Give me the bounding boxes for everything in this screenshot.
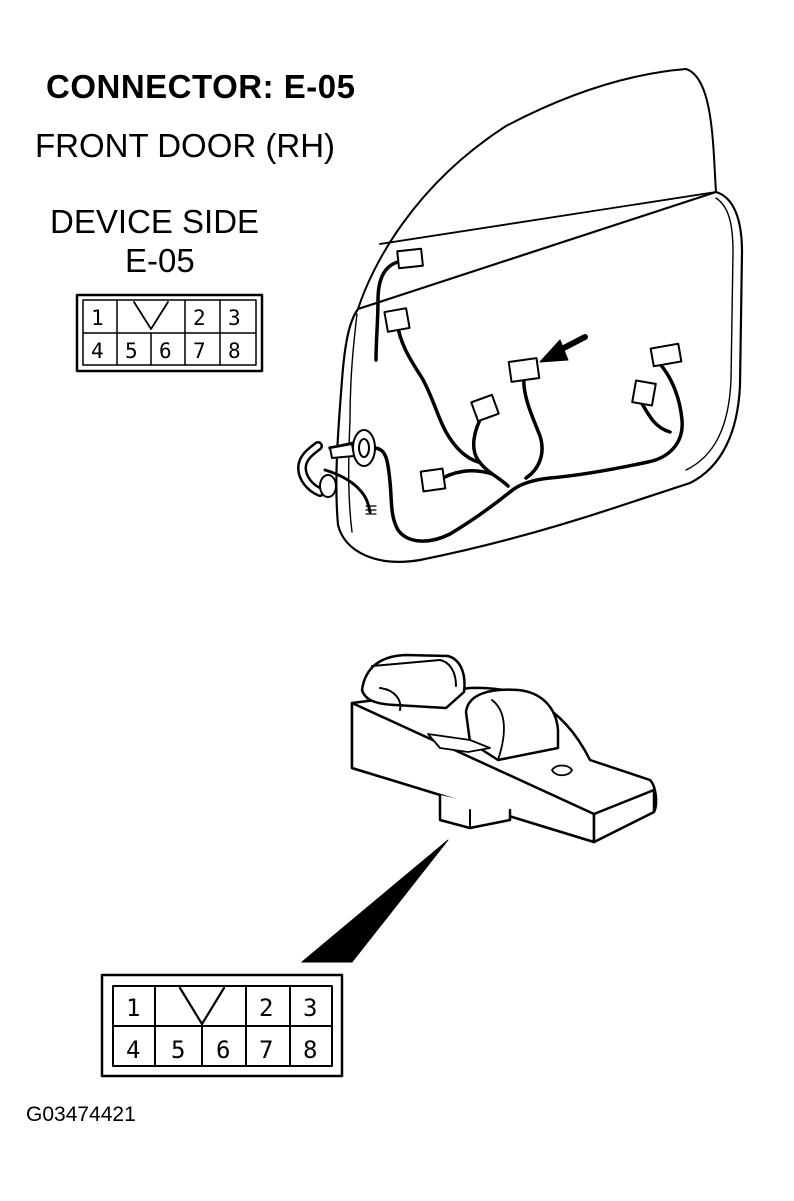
- device-side-code: E-05: [125, 242, 195, 279]
- small-pin-6: 6: [159, 339, 172, 363]
- small-connector-pins: 1 2 3 4 5 6 7 8: [91, 306, 241, 363]
- large-connector-face: [100, 973, 344, 1078]
- small-pin-3: 3: [228, 306, 241, 330]
- large-pin-3: 3: [303, 994, 317, 1022]
- large-pin-8: 8: [303, 1036, 317, 1064]
- large-pin-7: 7: [259, 1036, 273, 1064]
- door-connector-blocks: [383, 247, 683, 493]
- large-connector-pins: 1 2 3 4 5 6 7 8: [126, 994, 317, 1064]
- connector-location: FRONT DOOR (RH): [35, 127, 336, 164]
- small-pin-1: 1: [91, 306, 104, 330]
- callout-leader: [301, 839, 449, 963]
- large-pin-5: 5: [171, 1036, 185, 1064]
- power-window-switch: [350, 653, 658, 844]
- small-pin-4: 4: [91, 339, 104, 363]
- small-pin-8: 8: [228, 339, 241, 363]
- device-side-label: DEVICE SIDE: [50, 203, 260, 240]
- figure-id: G03474421: [26, 1103, 136, 1126]
- location-arrow: [539, 334, 588, 363]
- small-pin-2: 2: [193, 306, 206, 330]
- connector-title: CONNECTOR: E-05: [46, 68, 356, 105]
- small-connector-face: [75, 293, 264, 373]
- small-pin-5: 5: [125, 339, 138, 363]
- door-outline: [335, 68, 744, 563]
- door-wiring-harness: [323, 260, 684, 543]
- large-pin-6: 6: [216, 1036, 230, 1064]
- large-pin-2: 2: [259, 994, 273, 1022]
- large-pin-1: 1: [126, 994, 140, 1022]
- large-pin-4: 4: [126, 1036, 140, 1064]
- harness-grommet: [297, 429, 377, 515]
- small-pin-7: 7: [193, 339, 206, 363]
